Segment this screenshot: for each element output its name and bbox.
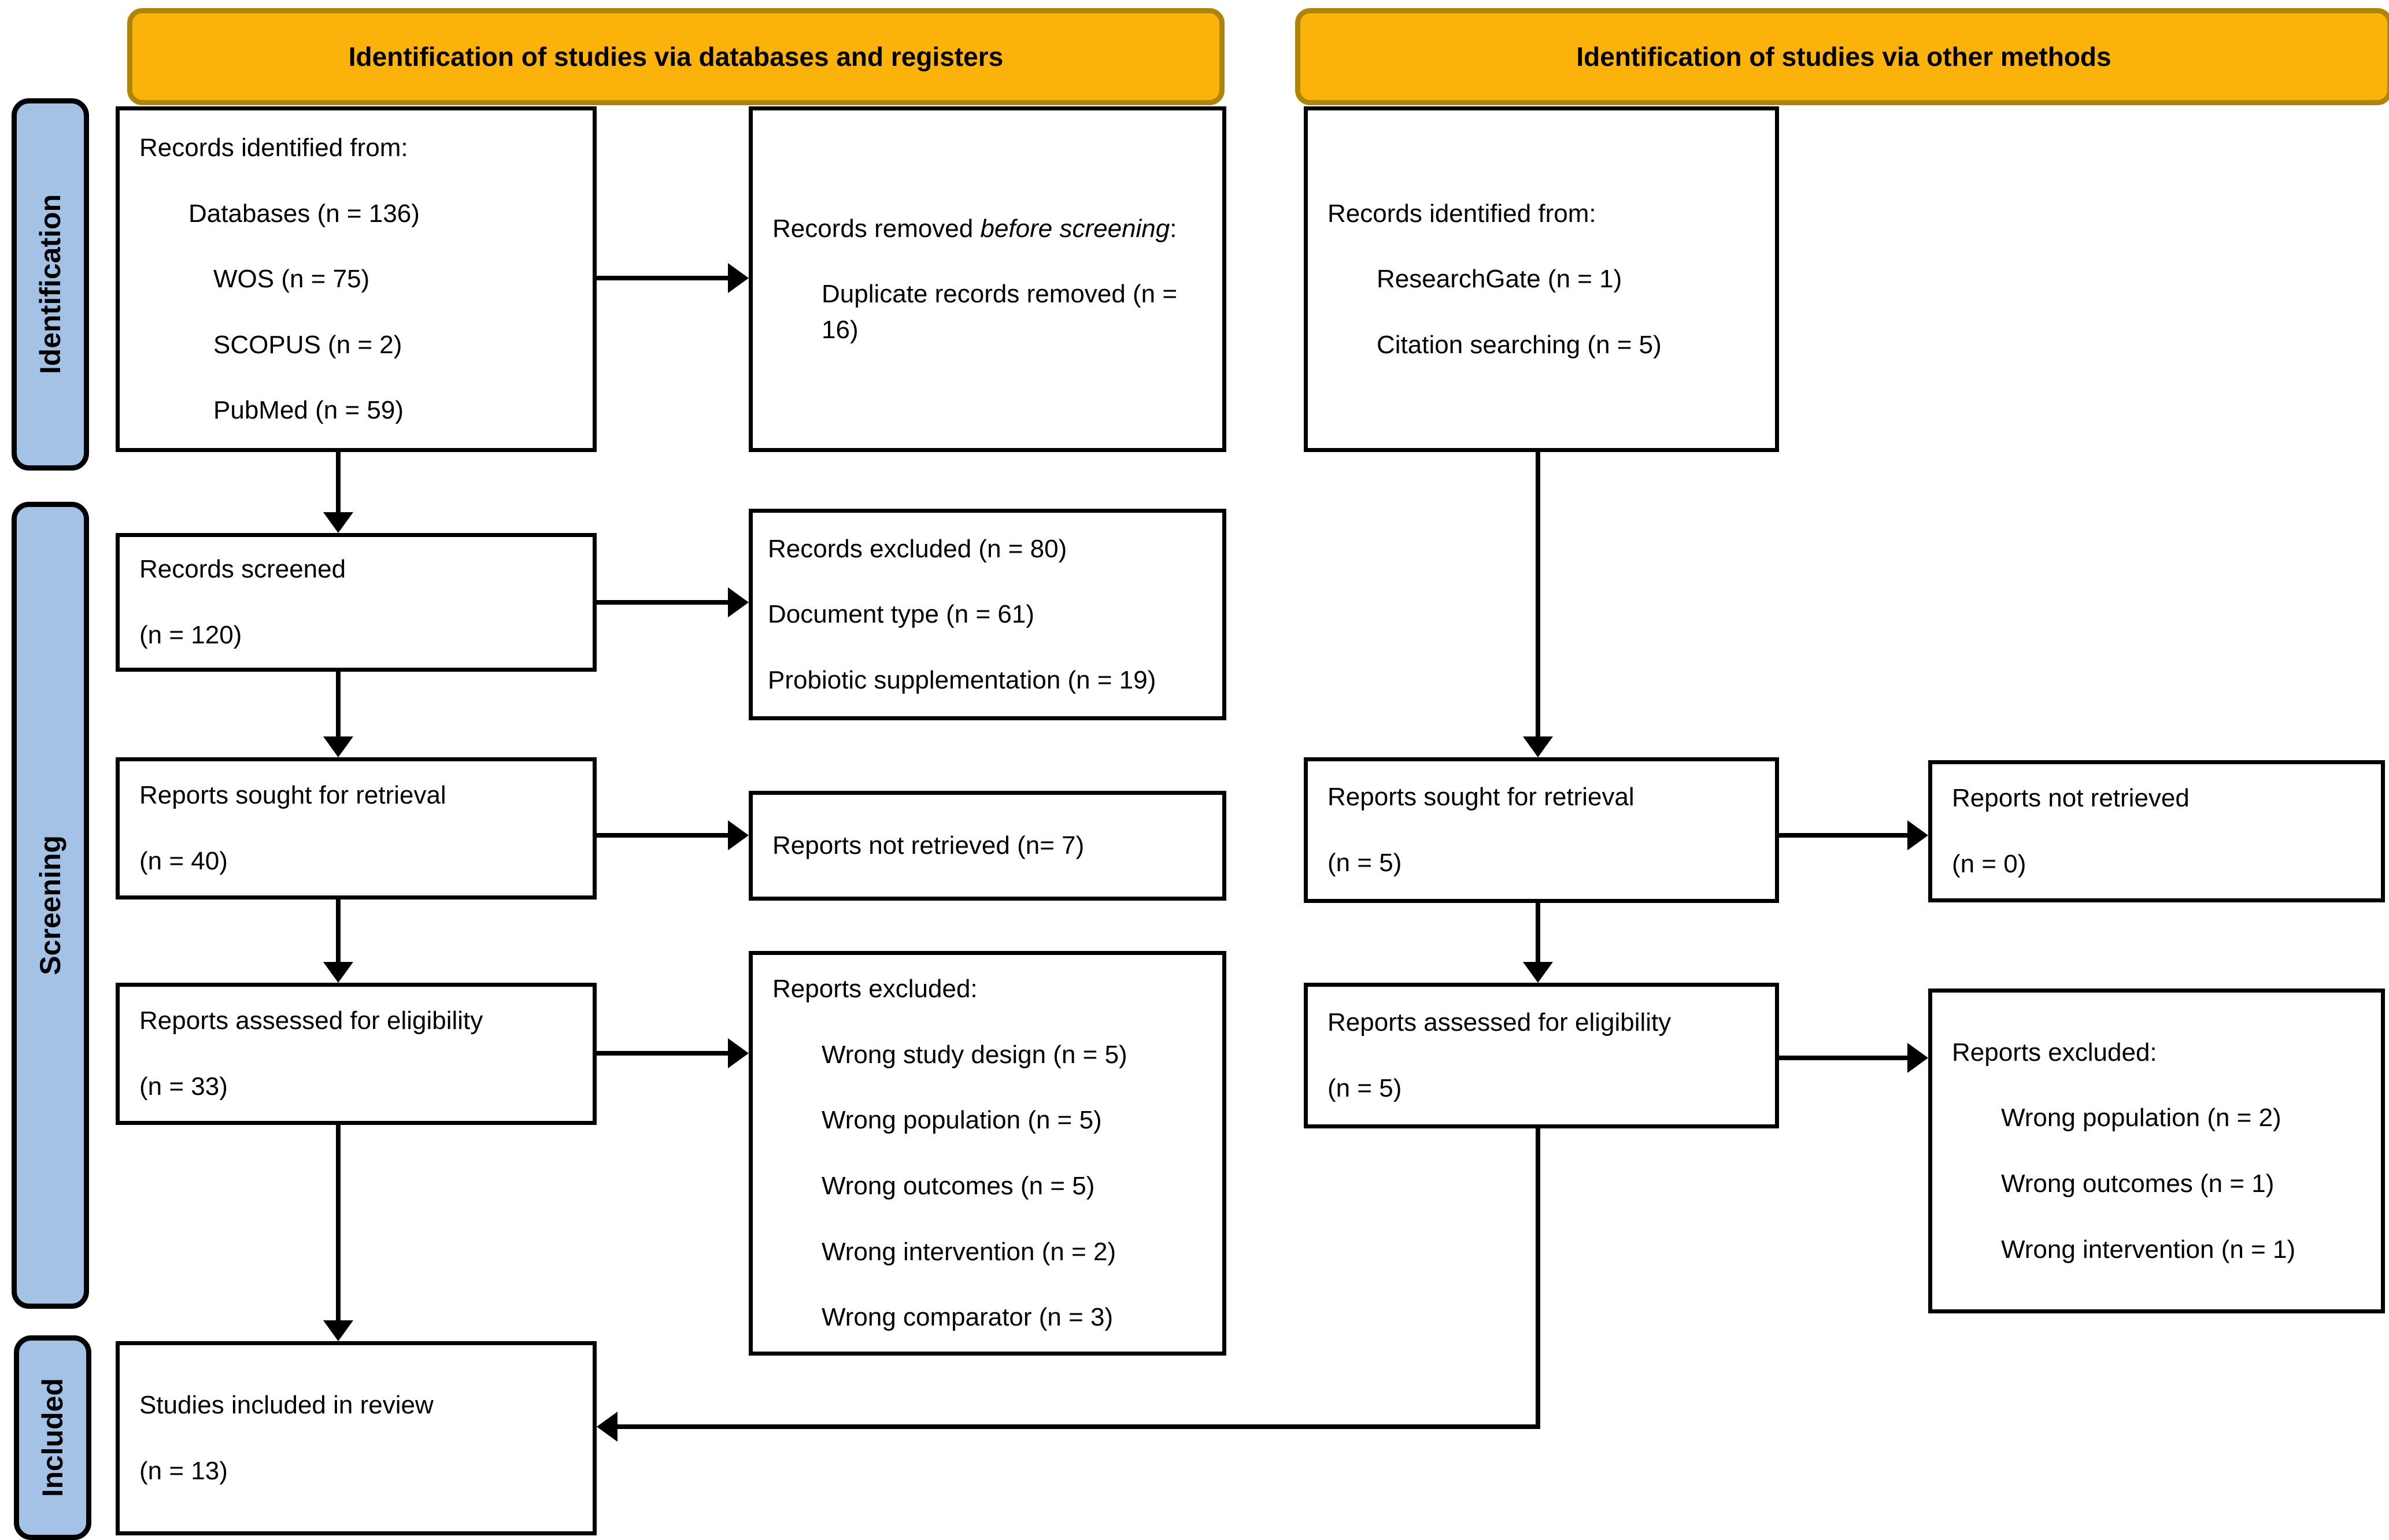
arrow-assessed-to-included-line: [336, 1123, 341, 1323]
reports-excluded-other-item: Wrong population (n = 2): [2001, 1104, 2281, 1132]
records-identified-item: Databases (n = 136): [188, 199, 420, 228]
arrow-other-sought-to-notretrieved-head: [1907, 820, 1928, 850]
box-reports-sought-databases: Reports sought for retrieval (n = 40): [116, 757, 597, 899]
records-identified-other-item: ResearchGate (n = 1): [1377, 265, 1622, 294]
studies-included-line: Studies included in review: [139, 1391, 434, 1420]
box-reports-not-retrieved-databases: Reports not retrieved (n= 7): [749, 791, 1226, 901]
records-identified-item: WOS (n = 75): [213, 265, 370, 294]
records-screened-line: Records screened: [139, 555, 346, 584]
reports-excluded-title: Reports excluded:: [772, 975, 978, 1004]
records-excluded-line: Document type (n = 61): [768, 600, 1035, 629]
records-identified-title: Records identified from:: [139, 134, 408, 162]
box-reports-excluded-databases: Reports excluded: Wrong study design (n …: [749, 951, 1226, 1356]
arrow-other-assessed-to-excluded-head: [1907, 1043, 1928, 1073]
box-studies-included: Studies included in review (n = 13): [116, 1341, 597, 1535]
records-excluded-line: Probiotic supplementation (n = 19): [768, 665, 1156, 694]
records-removed-suffix: :: [1170, 214, 1177, 243]
arrow-other-to-included-horizontal-line: [615, 1424, 1540, 1429]
phase-included-label: Included: [36, 1378, 69, 1497]
records-identified-item: PubMed (n = 59): [213, 396, 404, 425]
arrow-identified-to-screened-line: [336, 450, 341, 514]
box-records-identified-other: Records identified from: ResearchGate (n…: [1304, 106, 1779, 452]
records-identified-other-title: Records identified from:: [1327, 199, 1596, 228]
arrow-other-sought-to-notretrieved-line: [1777, 833, 1910, 838]
phase-screening: Screening: [12, 502, 89, 1309]
arrow-identified-to-screened-head: [323, 512, 353, 533]
reports-assessed-line: Reports assessed for eligibility: [139, 1006, 483, 1035]
reports-excluded-item: Wrong comparator (n = 3): [822, 1303, 1114, 1332]
reports-excluded-item: Wrong study design (n = 5): [822, 1040, 1127, 1069]
box-reports-not-retrieved-other: Reports not retrieved (n = 0): [1928, 760, 2385, 902]
header-other-methods-label: Identification of studies via other meth…: [1576, 42, 2111, 72]
arrow-other-to-included-vertical-line: [1536, 1128, 1540, 1429]
reports-excluded-other-item: Wrong outcomes (n = 1): [2001, 1169, 2275, 1198]
reports-sought-count: (n = 40): [139, 847, 228, 875]
arrow-identified-to-removed-line: [594, 276, 730, 280]
reports-excluded-item: Wrong population (n = 5): [822, 1106, 1102, 1135]
box-records-excluded: Records excluded (n = 80) Document type …: [749, 509, 1226, 720]
box-reports-assessed-other: Reports assessed for eligibility (n = 5): [1304, 983, 1779, 1128]
phase-included: Included: [14, 1335, 91, 1540]
arrow-assessed-to-excluded-head: [728, 1038, 749, 1068]
reports-assessed-count: (n = 33): [139, 1072, 228, 1101]
arrow-other-assessed-to-excluded-line: [1777, 1056, 1910, 1060]
reports-assessed-other-line: Reports assessed for eligibility: [1327, 1008, 1671, 1037]
arrow-other-identified-to-sought-head: [1523, 736, 1553, 757]
reports-not-retrieved-line: Reports not retrieved (n= 7): [772, 831, 1085, 860]
records-removed-prefix: Records removed: [772, 214, 981, 243]
box-reports-assessed-databases: Reports assessed for eligibility (n = 33…: [116, 983, 597, 1125]
records-screened-count: (n = 120): [139, 621, 242, 649]
records-identified-other-item: Citation searching (n = 5): [1377, 330, 1662, 359]
reports-sought-other-count: (n = 5): [1327, 849, 1402, 877]
header-other-methods: Identification of studies via other meth…: [1295, 8, 2389, 105]
header-databases-registers: Identification of studies via databases …: [127, 8, 1225, 105]
records-removed-item: Duplicate records removed (n = 16): [822, 280, 1178, 344]
reports-sought-other-line: Reports sought for retrieval: [1327, 783, 1634, 812]
phase-identification: Identification: [12, 98, 89, 471]
reports-not-retrieved-other-line: Reports not retrieved: [1952, 784, 2190, 813]
records-identified-item: SCOPUS (n = 2): [213, 330, 402, 359]
arrow-other-sought-to-assessed-head: [1523, 962, 1553, 983]
arrow-screened-to-sought-line: [336, 671, 341, 740]
phase-identification-label: Identification: [34, 194, 66, 375]
box-records-removed: Records removed before screening: Duplic…: [749, 106, 1226, 452]
arrow-assessed-to-excluded-line: [594, 1051, 730, 1056]
box-reports-excluded-other: Reports excluded: Wrong population (n = …: [1928, 989, 2385, 1313]
box-records-identified-databases: Records identified from: Databases (n = …: [116, 106, 597, 452]
studies-included-count: (n = 13): [139, 1457, 228, 1485]
reports-excluded-item: Wrong intervention (n = 2): [822, 1237, 1116, 1266]
reports-not-retrieved-other-count: (n = 0): [1952, 850, 2026, 878]
reports-excluded-other-item: Wrong intervention (n = 1): [2001, 1235, 2296, 1264]
box-reports-sought-other: Reports sought for retrieval (n = 5): [1304, 757, 1779, 903]
phase-screening-label: Screening: [34, 835, 66, 975]
reports-sought-line: Reports sought for retrieval: [139, 781, 446, 810]
reports-assessed-other-count: (n = 5): [1327, 1074, 1402, 1102]
reports-excluded-other-title: Reports excluded:: [1952, 1038, 2157, 1067]
arrow-other-sought-to-assessed-line: [1536, 901, 1540, 964]
arrow-sought-to-assessed-line: [336, 898, 341, 964]
arrow-sought-to-notretrieved-head: [728, 820, 749, 850]
arrow-sought-to-assessed-head: [323, 962, 353, 983]
header-databases-registers-label: Identification of studies via databases …: [348, 42, 1004, 72]
records-removed-emphasis: before screening: [980, 214, 1170, 243]
arrow-screened-to-sought-head: [323, 736, 353, 757]
box-records-screened: Records screened (n = 120): [116, 533, 597, 672]
reports-excluded-item: Wrong outcomes (n = 5): [822, 1172, 1095, 1200]
arrow-assessed-to-included-head: [323, 1320, 353, 1341]
arrow-sought-to-notretrieved-line: [594, 833, 730, 838]
arrow-screened-to-excluded-head: [728, 587, 749, 617]
arrow-identified-to-removed-head: [728, 263, 749, 293]
arrow-other-identified-to-sought-line: [1536, 451, 1540, 740]
arrow-other-to-included-head: [597, 1412, 617, 1442]
records-removed-title: Records removed before screening:: [772, 211, 1203, 247]
arrow-screened-to-excluded-line: [594, 600, 730, 605]
records-excluded-line: Records excluded (n = 80): [768, 534, 1067, 563]
